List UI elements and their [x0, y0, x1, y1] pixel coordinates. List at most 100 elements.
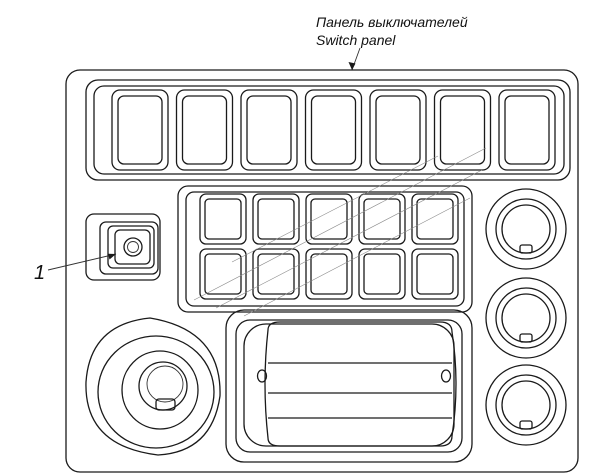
top-switch-key: [375, 95, 421, 165]
large-control-knob: [138, 361, 188, 411]
title-russian: Панель выключателей: [316, 14, 468, 30]
callout-number-1: 1: [34, 262, 45, 284]
middle-switch-r2-c1: [199, 248, 247, 300]
middle-switch-bezel: [411, 193, 459, 245]
middle-switch-key: [257, 253, 295, 295]
large-control-ring: [121, 350, 199, 430]
middle-switch-key: [204, 253, 242, 295]
middle-switch-r2-c5: [411, 248, 459, 300]
knob-outer-ring: [485, 188, 567, 270]
top-switch-4: [304, 89, 363, 171]
knob-outer-ring: [485, 277, 567, 359]
middle-switch-r1-c1: [199, 193, 247, 245]
top-switch-key: [504, 95, 550, 165]
indicator-housing-middle: [99, 221, 159, 275]
callout-leader-arrow: [108, 253, 116, 260]
middle-switch-key: [310, 253, 348, 295]
top-switch-key: [181, 95, 228, 165]
middle-switch-bezel: [358, 248, 406, 300]
top-switch-bezel: [240, 89, 298, 171]
large-control-bezel: [97, 335, 215, 449]
top-switch-key: [117, 95, 163, 165]
top-switch-bezel: [175, 89, 234, 171]
knob-cap: [501, 380, 551, 430]
round-knob-2: [485, 277, 567, 359]
top-switch-1: [111, 89, 169, 171]
middle-switch-key: [257, 198, 295, 240]
middle-switch-key: [416, 198, 454, 240]
glare-line-1: [193, 147, 487, 301]
top-switch-row: [111, 89, 556, 171]
indicator-lamp: [123, 237, 143, 257]
right-knob-column: [485, 188, 567, 446]
rocker-bezel: [243, 323, 455, 447]
top-switch-strip-inner: [93, 85, 565, 175]
indicator-bezel: [114, 229, 151, 265]
large-round-control: [85, 317, 221, 456]
top-switch-bezel: [304, 89, 363, 171]
middle-switch-bezel: [199, 193, 247, 245]
middle-switch-bezel: [305, 193, 353, 245]
indicator-lamp-center: [127, 241, 139, 253]
middle-switch-bezel: [358, 193, 406, 245]
middle-switch-bezel: [252, 248, 300, 300]
middle-switch-r1-c5: [411, 193, 459, 245]
knob-bezel: [495, 374, 557, 436]
middle-switch-bezel: [199, 248, 247, 300]
middle-switch-bezel: [411, 248, 459, 300]
rocker-pivot-right: [440, 369, 452, 383]
middle-switch-r2-c4: [358, 248, 406, 300]
round-knob-1: [485, 188, 567, 270]
knob-outer-ring: [485, 364, 567, 446]
title-leader-arrow: [348, 62, 356, 70]
rocker-housing-inner: [235, 319, 463, 453]
top-switch-2: [175, 89, 234, 171]
indicator-housing-inner: [107, 225, 155, 269]
glare-hatching: [193, 147, 487, 317]
middle-switch-grid: [199, 193, 459, 300]
middle-switch-key: [416, 253, 454, 295]
round-knob-3: [485, 364, 567, 446]
middle-switch-r2-c3: [305, 248, 353, 300]
central-rocker-switch: [225, 309, 473, 463]
large-control-knob-face: [146, 365, 184, 403]
knob-pointer: [519, 420, 533, 430]
glare-line-2: [215, 169, 483, 309]
callout-leader-line: [47, 253, 117, 271]
middle-switch-key: [363, 198, 401, 240]
top-switch-key: [246, 95, 292, 165]
title-english: Switch panel: [316, 32, 396, 48]
large-control-pointer: [155, 398, 176, 411]
middle-switch-key: [204, 198, 242, 240]
rocker-paddle: [264, 321, 457, 447]
glare-line-4: [243, 197, 471, 317]
glare-line-3: [231, 155, 439, 263]
middle-switch-r1-c3: [305, 193, 353, 245]
top-switch-key: [310, 95, 357, 165]
middle-switch-block-outer: [177, 185, 473, 313]
middle-switch-block-inner: [185, 191, 465, 307]
knob-cap: [501, 204, 551, 254]
rocker-housing-outer: [225, 309, 473, 463]
knob-pointer: [519, 244, 533, 254]
top-switch-5: [369, 89, 427, 171]
indicator-housing-outer: [85, 213, 161, 281]
top-switch-6: [433, 89, 492, 171]
middle-switch-key: [363, 253, 401, 295]
top-switch-7: [498, 89, 556, 171]
top-switch-bezel: [369, 89, 427, 171]
knob-bezel: [495, 198, 557, 260]
large-control-outer-ring: [85, 317, 221, 456]
top-switch-bezel: [498, 89, 556, 171]
middle-switch-r1-c4: [358, 193, 406, 245]
top-switch-bezel: [111, 89, 169, 171]
top-switch-3: [240, 89, 298, 171]
panel-outer-frame: [65, 69, 579, 473]
knob-cap: [501, 293, 551, 343]
knob-pointer: [519, 333, 533, 343]
knob-bezel: [495, 287, 557, 349]
rocker-pivot-left: [256, 369, 268, 383]
middle-switch-key: [310, 198, 348, 240]
